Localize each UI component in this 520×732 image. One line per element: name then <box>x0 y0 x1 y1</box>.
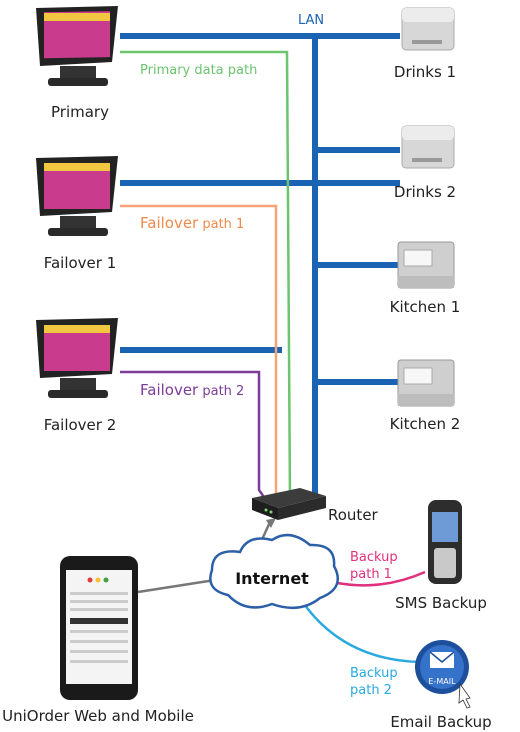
backup-path-1-label-1: Backup <box>350 550 398 565</box>
printer-drinks-1[interactable]: Drinks 1 <box>394 7 456 81</box>
primary-data-path-line <box>120 50 292 501</box>
mobile-internet-line <box>137 578 216 594</box>
backup-path-2-label-1: Backup <box>350 666 398 681</box>
backup-path-2-label-2: path 2 <box>350 683 392 698</box>
uniorder-label: UniOrder Web and Mobile <box>2 707 194 725</box>
printer-icon <box>401 125 455 169</box>
terminal-label: Primary <box>51 103 109 121</box>
internet-label: Internet <box>235 569 309 588</box>
pos-terminal-icon <box>36 156 118 236</box>
router-icon <box>252 488 326 520</box>
sms-backup-label: SMS Backup <box>395 594 487 612</box>
printer-label: Kitchen 1 <box>390 298 461 316</box>
email-backup-label: Email Backup <box>390 713 491 731</box>
printer-label: Drinks 2 <box>394 183 456 201</box>
smartphone-icon <box>60 556 138 700</box>
uniorder-web-mobile[interactable]: UniOrder Web and Mobile <box>2 556 194 725</box>
printer-label: Kitchen 2 <box>390 415 461 433</box>
terminal-failover-1[interactable]: Failover 1 <box>36 156 118 272</box>
printer-kitchen-2[interactable]: Kitchen 2 <box>390 359 461 433</box>
terminal-label: Failover 1 <box>44 254 117 272</box>
backup-path-1-label-2: path 1 <box>350 567 392 582</box>
backup-path-1-line <box>331 570 426 587</box>
printer-drinks-2[interactable]: Drinks 2 <box>394 125 456 201</box>
email-icon-text: E-MAIL <box>428 677 456 686</box>
failover-path-2-line <box>120 370 268 501</box>
receipt-printer-icon <box>397 241 455 289</box>
failover-path-2-label: Failover path 2 <box>140 381 244 399</box>
router-label: Router <box>328 506 379 524</box>
pos-terminal-icon <box>36 318 118 398</box>
email-icon: E-MAIL <box>415 640 471 709</box>
failover-path-1-label: Failover path 1 <box>140 214 244 232</box>
failover-path-1-line <box>120 204 278 500</box>
receipt-printer-icon <box>397 359 455 407</box>
terminal-primary[interactable]: Primary <box>36 6 118 121</box>
mobile-phone-icon <box>428 500 462 584</box>
cloud-icon <box>209 533 339 610</box>
arrow-icon <box>266 518 276 528</box>
terminal-failover-2[interactable]: Failover 2 <box>36 318 118 434</box>
printer-kitchen-1[interactable]: Kitchen 1 <box>390 241 461 316</box>
primary-data-path-label: Primary data path <box>140 63 257 78</box>
email-backup[interactable]: E-MAIL Email Backup <box>390 640 492 731</box>
pos-terminal-icon <box>36 6 118 86</box>
internet: Internet <box>209 533 339 610</box>
router[interactable]: Router <box>252 488 379 524</box>
lan-lines <box>120 33 400 494</box>
lan-label: LAN <box>298 13 324 28</box>
sms-backup[interactable]: SMS Backup <box>395 500 487 612</box>
printer-icon <box>401 7 455 51</box>
printer-label: Drinks 1 <box>394 63 456 81</box>
backup-path-2-line <box>302 603 421 664</box>
terminal-label: Failover 2 <box>44 416 117 434</box>
